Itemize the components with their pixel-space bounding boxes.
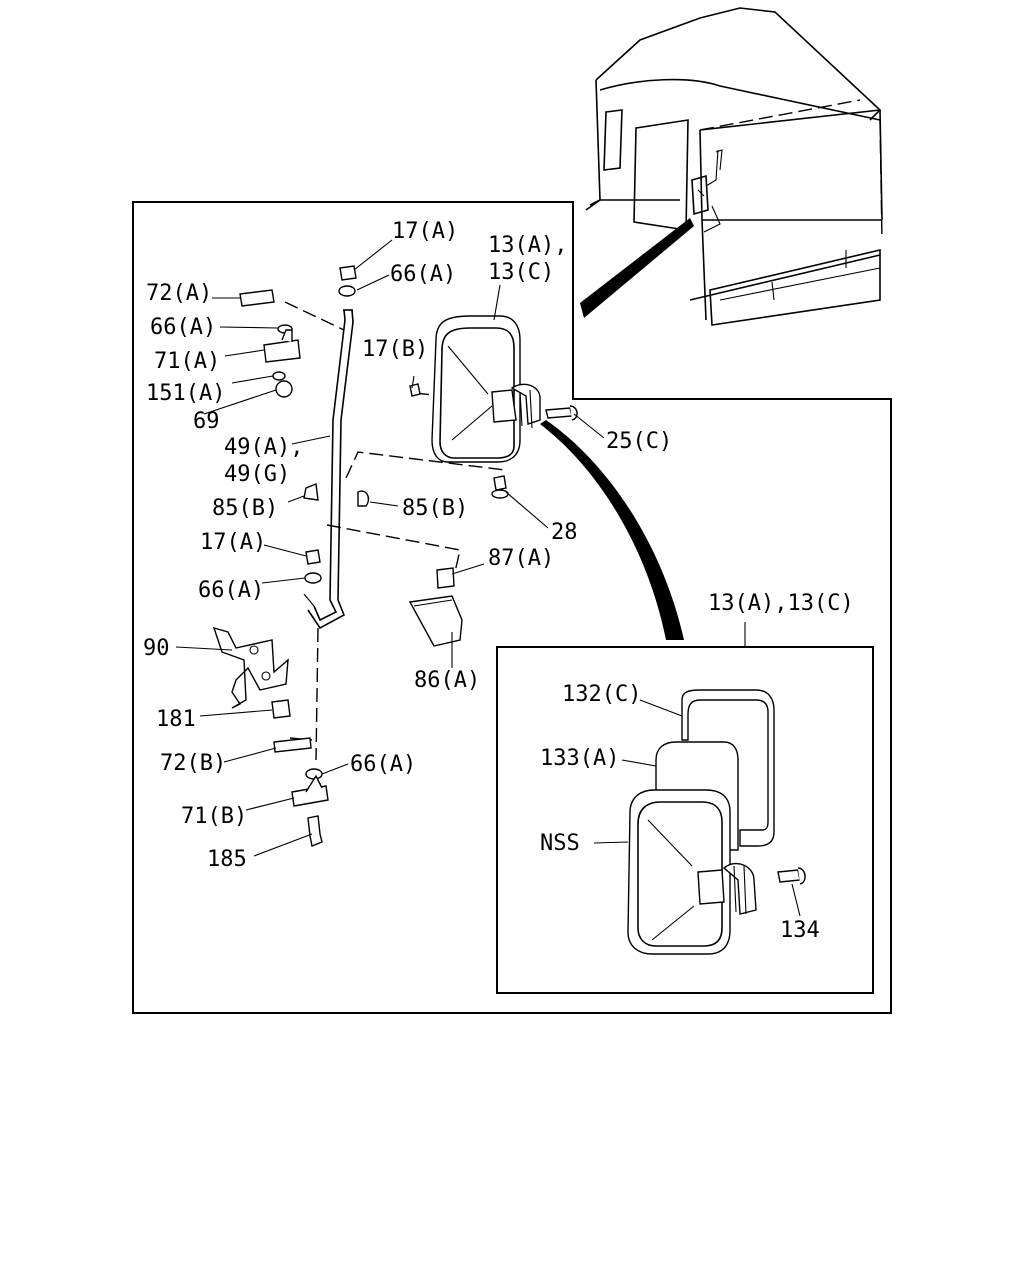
label-25c: 25(C) (606, 429, 672, 454)
label-181: 181 (156, 707, 196, 732)
label-134: 134 (780, 918, 820, 943)
clip-87a (436, 567, 455, 589)
callout-labels: 17(A) 66(A) 13(A), 13(C) 72(A) 66(A) 71(… (143, 219, 854, 943)
screw-134 (777, 869, 801, 883)
washer-66a-mid (304, 572, 322, 584)
plate-72b (273, 737, 312, 753)
bracket-90 (212, 626, 289, 709)
label-151a: 151(A) (146, 381, 225, 406)
leader-lines (175, 239, 801, 917)
label-133a: 133(A) (540, 746, 619, 771)
overview-pointer-wedge (580, 218, 694, 318)
inset-title-13a-13c: 13(A),13(C) (708, 591, 854, 616)
washer-66a-top (338, 285, 356, 297)
label-185: 185 (207, 847, 247, 872)
label-13a-13c-line1: 13(A), (488, 233, 567, 258)
plate-72a (239, 289, 275, 307)
nut-17a-mid (305, 549, 321, 565)
label-66a-top: 66(A) (390, 262, 456, 287)
label-85b-right: 85(B) (402, 496, 468, 521)
label-66a-low: 66(A) (350, 752, 416, 777)
label-90: 90 (143, 636, 170, 661)
cover-86a (408, 595, 463, 647)
lower-bracket-parts (212, 626, 329, 847)
label-28: 28 (551, 520, 578, 545)
label-66a-mid: 66(A) (198, 578, 264, 603)
plate-181 (271, 699, 291, 719)
cap-85b-right (357, 490, 370, 507)
bolt-185 (307, 815, 323, 847)
nut-17a-top (339, 265, 357, 281)
label-71a: 71(A) (154, 349, 220, 374)
label-85b-left: 85(B) (212, 496, 278, 521)
label-72a: 72(A) (146, 281, 212, 306)
nut-17b (409, 383, 421, 397)
label-17b: 17(B) (362, 337, 428, 362)
cap-85b-left (303, 483, 319, 501)
mount-dashed-guide (284, 301, 345, 331)
mirror-nss-housing (627, 789, 731, 955)
label-87a: 87(A) (488, 546, 554, 571)
inset-detail-frame (496, 646, 874, 994)
label-66a-left: 66(A) (150, 315, 216, 340)
upper-bracket-parts (239, 265, 357, 398)
label-17a-top: 17(A) (392, 219, 458, 244)
bracket-71a (263, 339, 301, 363)
middle-small-parts (303, 483, 463, 647)
nut-69 (275, 380, 293, 398)
label-71b: 71(B) (181, 804, 247, 829)
inset-hinge (697, 869, 725, 905)
washer-66a-low (305, 768, 323, 780)
label-86a: 86(A) (414, 668, 480, 693)
mirror-rim-132c (681, 689, 775, 847)
label-17a-mid: 17(A) (200, 530, 266, 555)
label-132c: 132(C) (562, 682, 641, 707)
screw-28 (493, 475, 507, 491)
inset-pointer-wedge (540, 420, 684, 640)
label-72b: 72(B) (160, 751, 226, 776)
label-nss: NSS (540, 831, 580, 856)
label-69: 69 (193, 409, 220, 434)
mirror-stay-arm (303, 309, 354, 761)
washer-151a (272, 371, 286, 381)
label-49a: 49(A), (224, 435, 303, 460)
screw-25c (545, 407, 573, 419)
label-13a-13c-line2: 13(C) (488, 260, 554, 285)
main-diagram-frame (132, 201, 892, 1014)
label-49g: 49(G) (224, 462, 290, 487)
truck-overview-illustration (580, 7, 883, 326)
mirror-hinge (491, 389, 517, 423)
inset-mirror-exploded (627, 689, 806, 955)
main-mirror-assembly (409, 315, 578, 499)
